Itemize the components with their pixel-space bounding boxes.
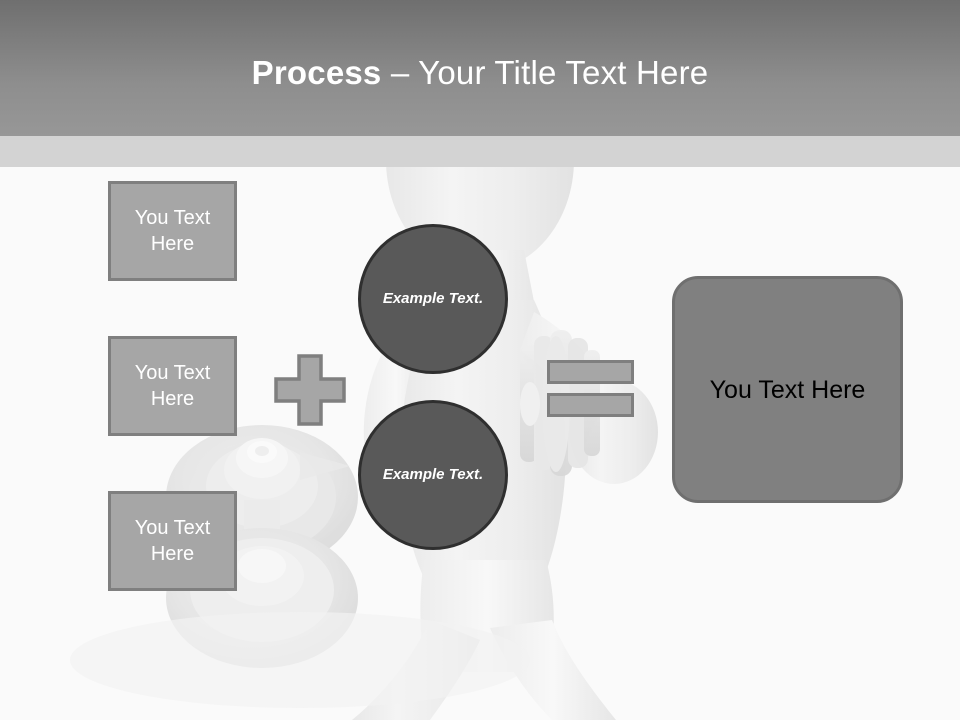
- header-accent-strip: [0, 136, 960, 167]
- input-box-2-label: You Text Here: [134, 362, 211, 410]
- example-circle-1-label: Example Text.: [382, 290, 484, 307]
- input-box-3-label: You Text Here: [134, 517, 211, 565]
- header-band: [0, 0, 960, 136]
- input-box-1-label: You Text Here: [134, 207, 211, 255]
- input-box-2[interactable]: You Text Here: [108, 336, 237, 436]
- plus-icon: [274, 354, 346, 426]
- page-title: Process – Your Title Text Here: [0, 53, 960, 93]
- example-circle-1[interactable]: Example Text.: [358, 224, 508, 374]
- example-circle-2-label: Example Text.: [382, 466, 484, 483]
- result-box-label: You Text Here: [709, 375, 866, 404]
- equals-bar-bottom: [547, 393, 634, 417]
- input-box-3[interactable]: You Text Here: [108, 491, 237, 591]
- page-title-strong: Process: [251, 54, 382, 91]
- result-box[interactable]: You Text Here: [672, 276, 903, 503]
- example-circle-2[interactable]: Example Text.: [358, 400, 508, 550]
- input-box-1[interactable]: You Text Here: [108, 181, 237, 281]
- equals-icon: [547, 360, 634, 417]
- page-title-rest: – Your Title Text Here: [381, 54, 709, 91]
- equals-bar-top: [547, 360, 634, 384]
